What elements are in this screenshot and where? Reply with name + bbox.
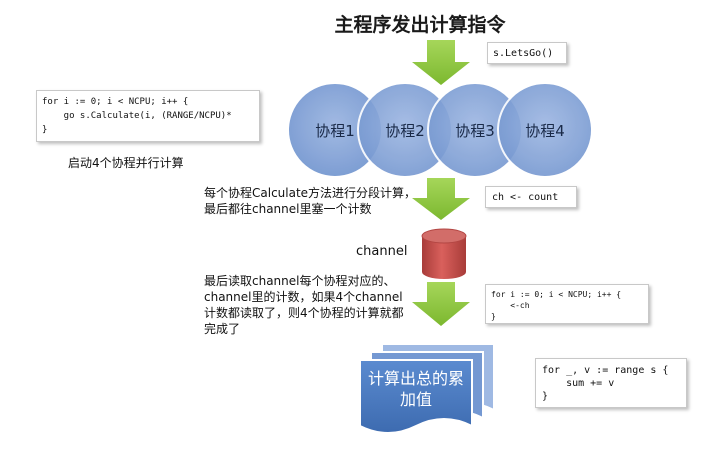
read-note-line-1: 最后读取channel每个协程对应的、	[204, 274, 396, 288]
result-document-stack-icon	[359, 343, 495, 434]
result-text-line-2: 加值	[399, 390, 432, 409]
calculate-note: 每个协程Calculate方法进行分段计算， 最后都往channel里塞一个计数	[204, 185, 424, 217]
calculate-note-line-2: 最后都往channel里塞一个计数	[204, 202, 372, 216]
calculate-note-line-1: 每个协程Calculate方法进行分段计算，	[204, 186, 417, 200]
read-note-line-3: 计数都读取了，则4个协程的计算就都	[204, 306, 404, 320]
arrow-goroutines-to-calc	[412, 178, 470, 220]
goroutine-label-1: 协程1	[315, 122, 355, 140]
main-title: 主程序发出计算指令	[334, 14, 506, 36]
read-note-line-2: channel里的计数，如果4个channel	[204, 290, 403, 304]
channel-cylinder-icon	[421, 228, 467, 279]
arrow-channel-to-read	[412, 282, 470, 326]
read-note-line-4: 完成了	[204, 322, 241, 336]
code-send-count: ch <- count	[485, 186, 577, 208]
result-document-text: 计算出总的累 加值	[360, 368, 472, 410]
result-text-line-1: 计算出总的累	[367, 369, 464, 388]
code-receive-loop: for i := 0; i < NCPU; i++ { <-ch }	[485, 284, 649, 324]
code-sum-loop: for _, v := range s { sum += v }	[535, 358, 687, 408]
code-spawn-goroutines: for i := 0; i < NCPU; i++ { go s.Calcula…	[36, 90, 260, 142]
channel-label: channel	[356, 244, 408, 259]
goroutine-circles	[287, 82, 593, 178]
goroutine-label-4: 协程4	[525, 122, 565, 140]
spawn-caption: 启动4个协程并行计算	[68, 156, 184, 170]
goroutine-label-3: 协程3	[455, 122, 495, 140]
read-channel-note: 最后读取channel每个协程对应的、 channel里的计数，如果4个chan…	[204, 273, 419, 337]
goroutine-label-2: 协程2	[385, 122, 425, 140]
code-letsgo: s.LetsGo()	[487, 42, 567, 64]
goroutine-circle-4	[497, 82, 593, 178]
arrow-title-to-goroutines	[412, 40, 470, 85]
